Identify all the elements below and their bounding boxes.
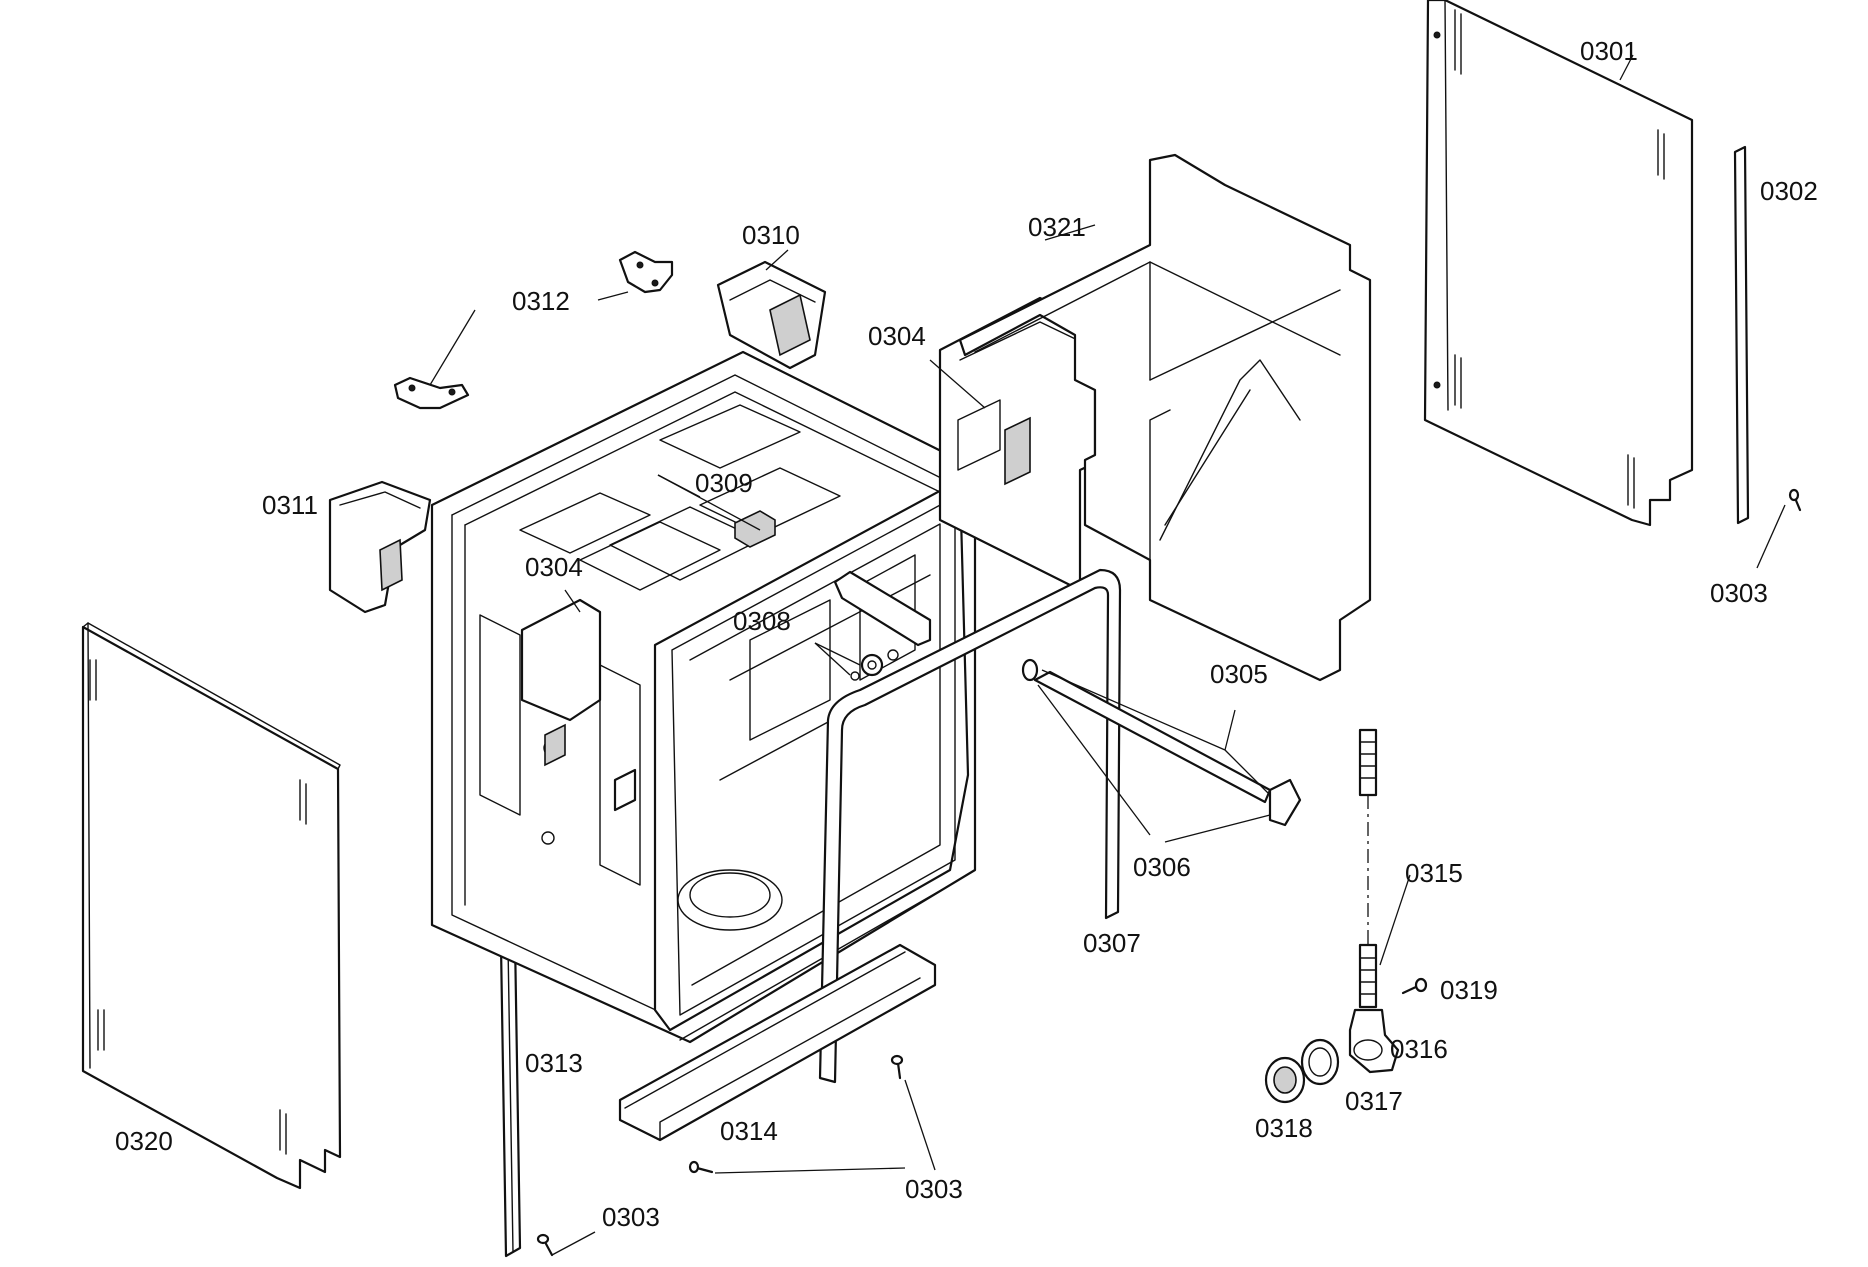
part-0305-rod xyxy=(1021,658,1302,827)
part-0304-angled-bracket xyxy=(833,570,932,647)
part-0316-connector xyxy=(1348,1008,1400,1074)
part-0315-hose xyxy=(1358,728,1378,1009)
label-0304-upper: 0304 xyxy=(868,321,926,351)
screw-0303-right xyxy=(1788,488,1802,512)
label-0305: 0305 xyxy=(1210,659,1268,689)
screw-0303-mid-b xyxy=(688,1160,714,1174)
label-0319: 0319 xyxy=(1440,975,1498,1005)
part-tub-frame xyxy=(430,350,977,1044)
part-0312-bracket-lower xyxy=(393,376,470,410)
label-0303-mid: 0303 xyxy=(905,1174,963,1204)
part-0307-arch-strip xyxy=(818,568,1122,1084)
label-0316: 0316 xyxy=(1390,1034,1448,1064)
part-labels: 0301 0302 0303 0303 0303 0304 0304 0305 … xyxy=(115,36,1818,1232)
label-0321: 0321 xyxy=(1028,212,1086,242)
screw-0303-mid-a xyxy=(890,1054,904,1080)
part-0304-panel-box xyxy=(938,296,1097,592)
label-0312: 0312 xyxy=(512,286,570,316)
part-0302-strip xyxy=(1733,145,1750,525)
label-0314: 0314 xyxy=(720,1116,778,1146)
label-0309: 0309 xyxy=(695,468,753,498)
part-0312-bracket-upper xyxy=(618,250,674,294)
part-0310-bracket xyxy=(716,260,827,370)
part-0320-side-panel xyxy=(81,622,342,1190)
part-0301-side-panel xyxy=(1423,0,1694,527)
part-0314-bottom-rail xyxy=(618,943,937,1142)
label-0320: 0320 xyxy=(115,1126,173,1156)
leader-lines xyxy=(429,54,1786,1256)
label-0307: 0307 xyxy=(1083,928,1141,958)
label-0315: 0315 xyxy=(1405,858,1463,888)
label-0318: 0318 xyxy=(1255,1113,1313,1143)
label-0303-right: 0303 xyxy=(1710,578,1768,608)
label-0302: 0302 xyxy=(1760,176,1818,206)
label-0310: 0310 xyxy=(742,220,800,250)
part-0321-top-panel xyxy=(958,153,1372,682)
label-0308: 0308 xyxy=(733,606,791,636)
label-0301: 0301 xyxy=(1580,36,1638,66)
label-0313: 0313 xyxy=(525,1048,583,1078)
label-0306: 0306 xyxy=(1133,852,1191,882)
label-0303-bottom: 0303 xyxy=(602,1202,660,1232)
part-0317-ring xyxy=(1300,1038,1340,1086)
part-0318-cap xyxy=(1264,1056,1306,1104)
label-0304-lower: 0304 xyxy=(525,552,583,582)
label-0317: 0317 xyxy=(1345,1086,1403,1116)
label-0311: 0311 xyxy=(262,490,318,520)
part-0308-fasteners xyxy=(850,649,899,681)
screw-0303-bottom xyxy=(536,1233,554,1257)
part-0311-bracket xyxy=(328,480,432,614)
screw-0319 xyxy=(1401,977,1428,995)
